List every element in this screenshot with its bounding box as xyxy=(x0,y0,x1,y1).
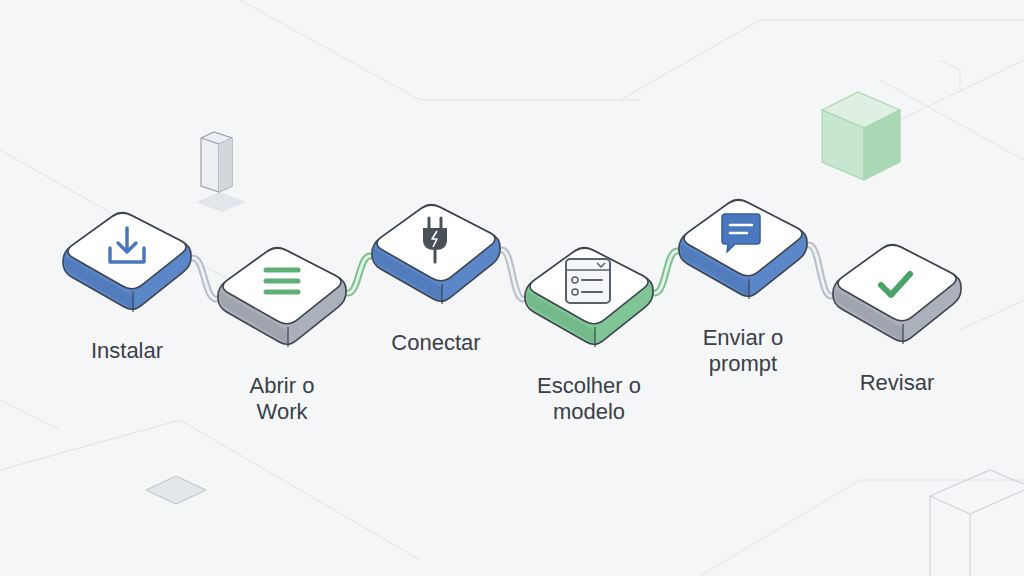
tile-shape xyxy=(677,195,809,303)
chat-bubble xyxy=(722,214,760,252)
pipe-outer xyxy=(502,250,523,299)
menu-bar xyxy=(266,290,298,295)
pipe-inner xyxy=(348,256,370,293)
connector-pipe xyxy=(348,256,370,293)
cube-edge xyxy=(930,470,1024,496)
menu-bar xyxy=(266,268,298,273)
chat-lines xyxy=(730,225,752,233)
pillar-shadow xyxy=(196,192,246,212)
step-label: Conectar xyxy=(356,330,516,356)
grid-line xyxy=(0,400,60,430)
tile-body xyxy=(63,213,191,310)
step-label: Revisar xyxy=(817,370,977,396)
step-label: Abrir o Work xyxy=(232,373,332,425)
tile-top xyxy=(68,213,186,289)
grid-line xyxy=(880,80,1024,160)
download-icon xyxy=(110,228,144,262)
form-bullet xyxy=(572,289,578,295)
grid-line xyxy=(900,60,1024,120)
tile-body xyxy=(833,245,961,342)
gray-diamond xyxy=(146,476,206,504)
tile-top xyxy=(530,248,648,324)
tile-body xyxy=(372,205,500,302)
green-cube xyxy=(822,92,900,180)
large-cube-outline xyxy=(930,470,1024,576)
check-icon xyxy=(881,274,910,295)
grid-line xyxy=(620,20,1024,100)
plug-prongs xyxy=(429,218,441,228)
step-tile: Enviar o prompt xyxy=(677,195,809,303)
grid-line xyxy=(700,480,1024,576)
tile-edge xyxy=(594,327,595,347)
pipe-inner xyxy=(193,258,216,299)
grid-line xyxy=(940,60,960,90)
pillar-body xyxy=(201,132,232,192)
form-icon xyxy=(566,259,610,303)
cube-edge xyxy=(930,496,970,576)
connector-pipe xyxy=(193,258,216,299)
connector-pipe xyxy=(502,250,523,299)
grid-line xyxy=(960,300,1024,330)
pipe-inner xyxy=(502,250,523,299)
step-tile: Abrir o Work xyxy=(216,243,348,351)
pipe-inner xyxy=(809,245,831,296)
form-bullet xyxy=(572,277,578,283)
pipe-outer xyxy=(348,256,370,293)
connector-pipe xyxy=(655,251,677,293)
tile-shape xyxy=(216,243,348,351)
tile-body xyxy=(218,248,346,345)
pipe-outer xyxy=(655,251,677,293)
step-label: Escolher o modelo xyxy=(537,373,641,425)
step-tile: Instalar xyxy=(61,208,193,316)
tile-edge xyxy=(902,324,903,344)
tile-shape xyxy=(370,200,502,308)
step-tile: Revisar xyxy=(831,240,963,348)
plug-bolt xyxy=(432,231,437,247)
cube-left xyxy=(822,110,864,180)
cube-edge xyxy=(930,490,1024,514)
tile-shape xyxy=(523,243,655,351)
tile-shape xyxy=(831,240,963,348)
form-header-line xyxy=(566,269,610,271)
form-frame xyxy=(566,259,610,303)
tile-top xyxy=(838,245,956,321)
tile-top xyxy=(223,248,341,324)
step-tile: Conectar xyxy=(370,200,502,308)
download-arrow xyxy=(118,228,136,252)
tile-body xyxy=(679,200,807,297)
plug-icon xyxy=(423,218,447,262)
tile-edge xyxy=(287,327,288,347)
plug-body xyxy=(423,228,447,250)
pillar-side xyxy=(219,138,232,192)
pipe-outer xyxy=(809,245,831,296)
grid-line xyxy=(240,0,640,100)
step-label: Enviar o prompt xyxy=(693,325,793,377)
menu-bar xyxy=(266,279,298,284)
grid-line xyxy=(0,420,420,560)
form-lines xyxy=(582,280,602,292)
download-tray xyxy=(110,248,144,262)
connector-pipe xyxy=(809,245,831,296)
chat-icon xyxy=(722,214,760,252)
tile-top xyxy=(377,205,495,281)
pipe-outer xyxy=(193,258,216,299)
form-chevron xyxy=(597,263,605,267)
plug-cord xyxy=(434,250,437,262)
tile-edge xyxy=(132,292,133,312)
tile-edge xyxy=(748,279,749,299)
cube-right xyxy=(864,110,900,180)
step-label: Instalar xyxy=(47,338,207,364)
step-tile: Escolher o modelo xyxy=(523,243,655,351)
tile-top xyxy=(684,200,802,276)
gray-pillar xyxy=(196,132,246,212)
pillar-edge xyxy=(201,138,232,192)
tile-edge xyxy=(441,284,442,304)
tile-body xyxy=(525,248,653,345)
tile-shape xyxy=(61,208,193,316)
menu-icon xyxy=(266,270,298,292)
pipe-inner xyxy=(655,251,677,293)
